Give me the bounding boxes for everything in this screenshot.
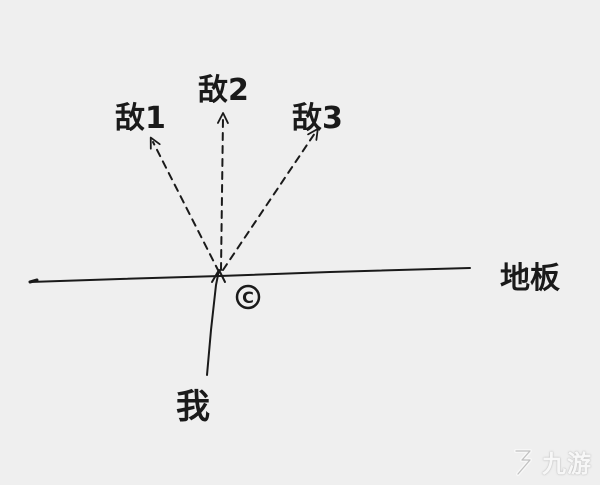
enemy-1-label: 敌1 [115,101,166,136]
enemy-3-label: 敌3 [292,101,343,136]
floor-label: 地板 [500,261,560,296]
enemy-2-label: 敌2 [198,73,249,108]
ray-to-enemy-3 [222,127,319,271]
incident-ray [206,269,220,376]
watermark-text: 九游 [542,450,592,478]
ray-to-enemy-1 [149,136,220,273]
floor-line-left-tail [28,278,39,284]
point-c-circle [235,284,261,310]
watermark: 九游 [508,444,592,479]
ray-to-enemy-2 [217,112,229,271]
me-label: 我 [176,387,210,427]
jiuyou-logo-icon [514,448,532,476]
point-c-label: C [242,288,254,307]
floor-line [29,267,471,283]
